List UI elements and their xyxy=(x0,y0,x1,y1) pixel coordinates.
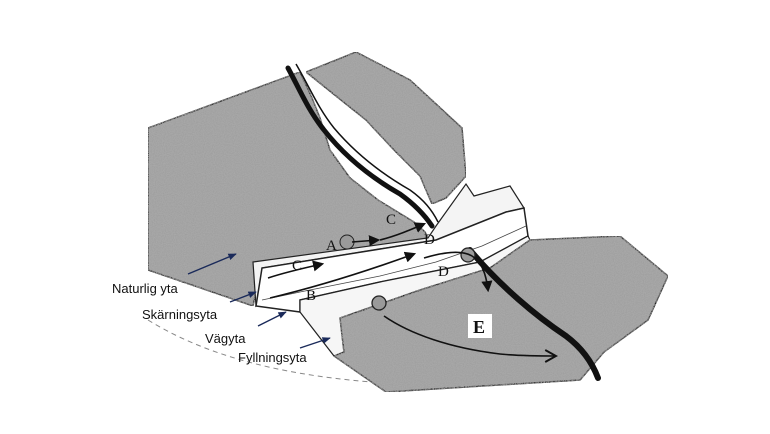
leader-arrow-fill xyxy=(299,337,331,349)
letter-a: A xyxy=(326,238,337,254)
letter-e: E xyxy=(473,317,485,337)
label-natural-surface: Naturlig yta xyxy=(112,281,179,296)
stream-channel-lower xyxy=(467,247,601,381)
letter-d-lower: D xyxy=(438,264,449,280)
dashed-boundary-arc xyxy=(147,319,373,383)
natural-terrain-upper-right xyxy=(304,51,467,205)
leader-arrow-road xyxy=(257,311,287,327)
flow-arrow-a xyxy=(351,235,381,247)
letter-c-left: C xyxy=(292,258,302,274)
flow-arrow-c-left xyxy=(267,260,325,279)
flow-arrow-b xyxy=(269,251,417,299)
letter-c-upper: C xyxy=(386,212,396,228)
label-fill-surface: Fyllningsyta xyxy=(238,350,307,365)
label-e-box xyxy=(468,314,492,338)
road-ditch-line xyxy=(261,225,527,301)
stream-channel-upper-bank xyxy=(295,63,439,223)
letter-d-upper: D xyxy=(424,232,435,248)
culvert-inlet-circle xyxy=(339,234,355,250)
culvert-outlet-circle xyxy=(371,295,387,311)
flow-arrow-d xyxy=(423,251,493,293)
flow-arrow-c-upper xyxy=(379,222,427,241)
label-road-surface: Vägyta xyxy=(205,331,246,346)
label-cut-surface: Skärningsyta xyxy=(142,307,218,322)
leader-arrow-cut xyxy=(229,291,257,303)
stream-channel-upper xyxy=(285,65,435,229)
flow-arrow-e xyxy=(383,315,558,363)
culvert-circle-right xyxy=(460,247,476,263)
leader-arrow-natural xyxy=(187,253,237,275)
letter-b: B xyxy=(306,288,316,304)
